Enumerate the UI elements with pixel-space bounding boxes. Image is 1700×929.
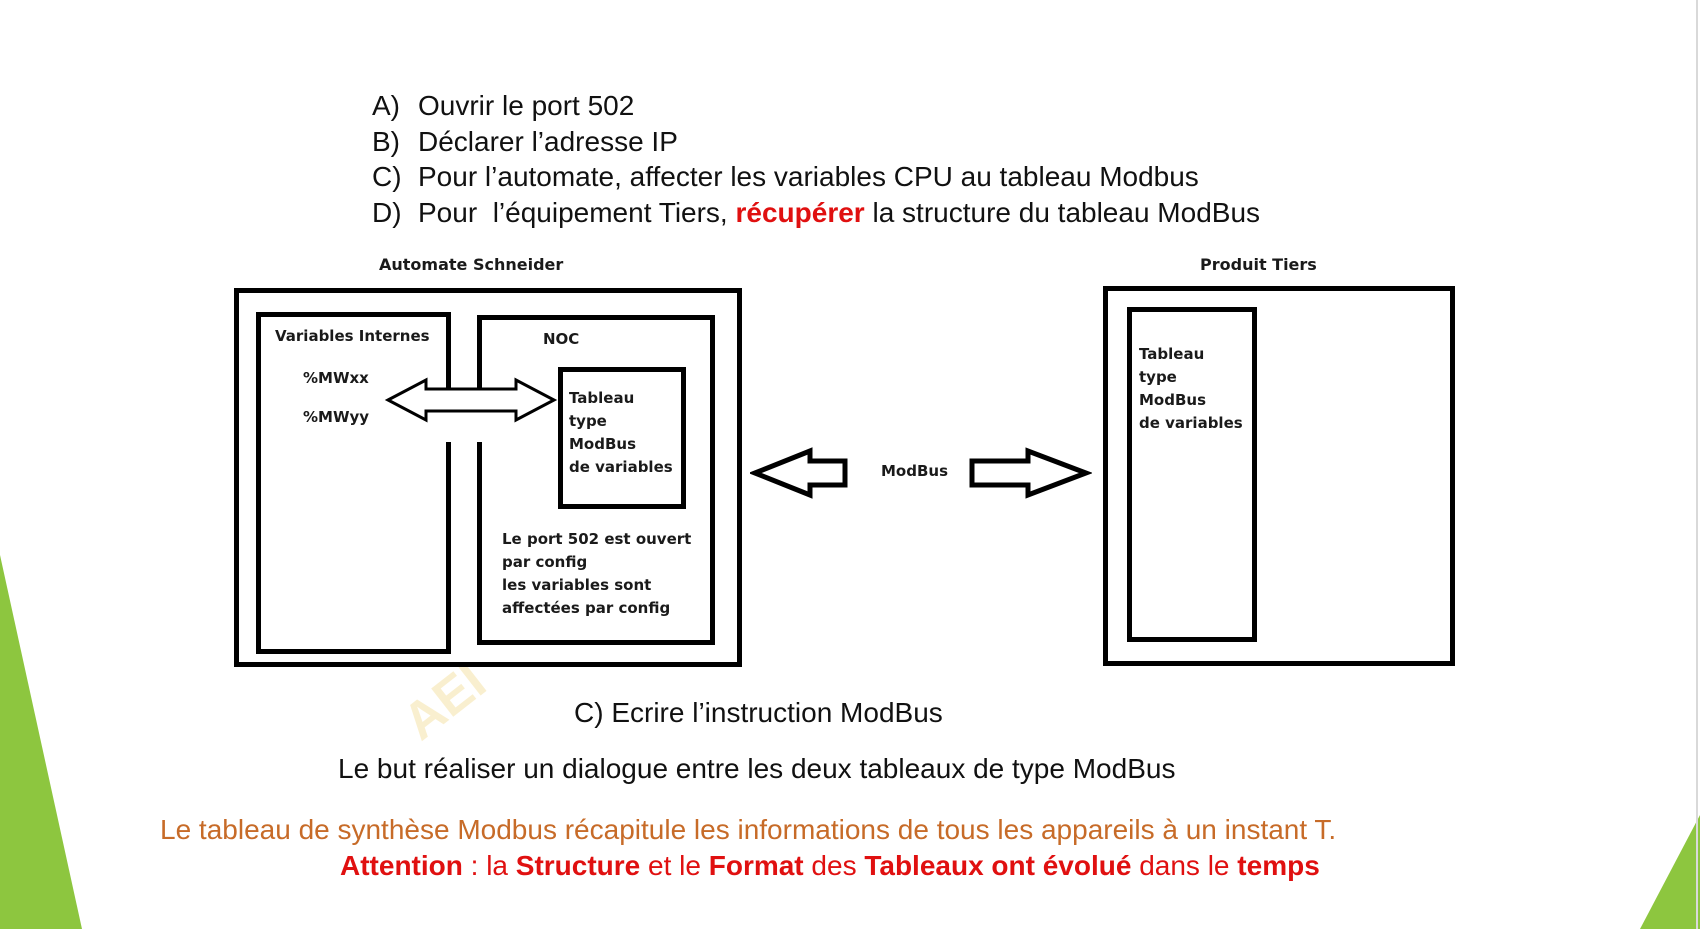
attention-time: temps xyxy=(1237,850,1320,881)
noc-note-line: par config xyxy=(502,553,588,571)
step-text-after: la structure du tableau ModBus xyxy=(864,196,1261,228)
noc-table-line: type xyxy=(569,412,607,430)
goal-caption: Le but réaliser un dialogue entre les de… xyxy=(338,753,1176,784)
step-text: Déclarer l’adresse IP xyxy=(418,125,678,157)
steps-list: A) Ouvrir le port 502 B) Déclarer l’adre… xyxy=(372,88,1260,230)
noc-notes: Le port 502 est ouvert par config les va… xyxy=(502,528,691,620)
instruction-caption: C) Ecrire l’instruction ModBus xyxy=(574,697,943,728)
modbus-link-label: ModBus xyxy=(881,462,949,480)
step-highlight: récupérer xyxy=(735,196,865,228)
step-letter: B) xyxy=(372,125,400,157)
green-triangle-left xyxy=(0,555,82,929)
tiers-table-line: Tableau xyxy=(1139,345,1205,363)
attention-tables: Tableaux ont évolué xyxy=(864,850,1132,881)
tiers-table-line: de variables xyxy=(1139,414,1243,432)
attention-word: Attention xyxy=(340,850,463,881)
step-text: Pour l’automate, affecter les variables … xyxy=(418,161,1199,192)
attention-text: et le xyxy=(640,850,709,881)
noc-note-line: Le port 502 est ouvert xyxy=(502,530,692,548)
step-letter: D) xyxy=(372,196,402,228)
noc-table-label: Tableau type ModBus de variables xyxy=(569,387,673,479)
step-d: D) Pour l’équipement Tiers, récupérer la… xyxy=(372,195,1260,231)
tiers-title: Produit Tiers xyxy=(1200,255,1317,274)
tiers-modbus-table-box xyxy=(1127,307,1257,642)
noc-modbus-table-box xyxy=(558,367,686,509)
tiers-table-line: type xyxy=(1139,368,1177,386)
schneider-title: Automate Schneider xyxy=(379,255,564,274)
modbus-right-arrow-icon xyxy=(969,447,1092,499)
attention-structure: Structure xyxy=(515,850,641,881)
noc-table-line: Tableau xyxy=(569,389,635,407)
step-text: Pour l’équipement Tiers, récupérer la st… xyxy=(418,195,1260,231)
attention-note: Attention : la Structure et le Format de… xyxy=(340,850,1320,882)
internal-variables-title: Variables Internes xyxy=(275,327,430,345)
internal-link-double-arrow-icon xyxy=(384,377,558,423)
noc-box xyxy=(477,315,715,645)
attention-text: dans le xyxy=(1131,850,1238,881)
step-b: B) Déclarer l’adresse IP xyxy=(372,124,1260,160)
green-triangle-right xyxy=(1640,815,1700,929)
noc-title: NOC xyxy=(543,330,580,348)
step-a: A) Ouvrir le port 502 xyxy=(372,88,1260,124)
synthesis-note: Le tableau de synthèse Modbus récapitule… xyxy=(160,814,1337,845)
tiers-table-label: Tableau type ModBus de variables xyxy=(1139,343,1243,435)
step-text: Ouvrir le port 502 xyxy=(418,90,635,121)
noc-table-line: ModBus xyxy=(569,435,637,453)
tiers-table-line: ModBus xyxy=(1139,391,1207,409)
noc-table-line: de variables xyxy=(569,458,673,476)
step-c: C) Pour l’automate, affecter les variabl… xyxy=(372,159,1260,195)
step-text-before: Pour l’équipement Tiers, xyxy=(418,196,736,228)
step-letter: A) xyxy=(372,90,400,121)
modbus-left-arrow-icon xyxy=(750,447,848,499)
tiers-outer-box xyxy=(1103,286,1455,666)
attention-text: des xyxy=(803,850,865,881)
internal-variables-box xyxy=(256,312,451,654)
noc-note-line: les variables sont xyxy=(502,576,652,594)
attention-text: : la xyxy=(462,850,516,881)
attention-format: Format xyxy=(708,850,804,881)
noc-note-line: affectées par config xyxy=(502,599,671,617)
variable-mwxx: %MWxx xyxy=(303,369,369,387)
variable-mwyy: %MWyy xyxy=(303,408,370,426)
schneider-outer-box xyxy=(234,288,742,667)
step-letter: C) xyxy=(372,161,402,192)
